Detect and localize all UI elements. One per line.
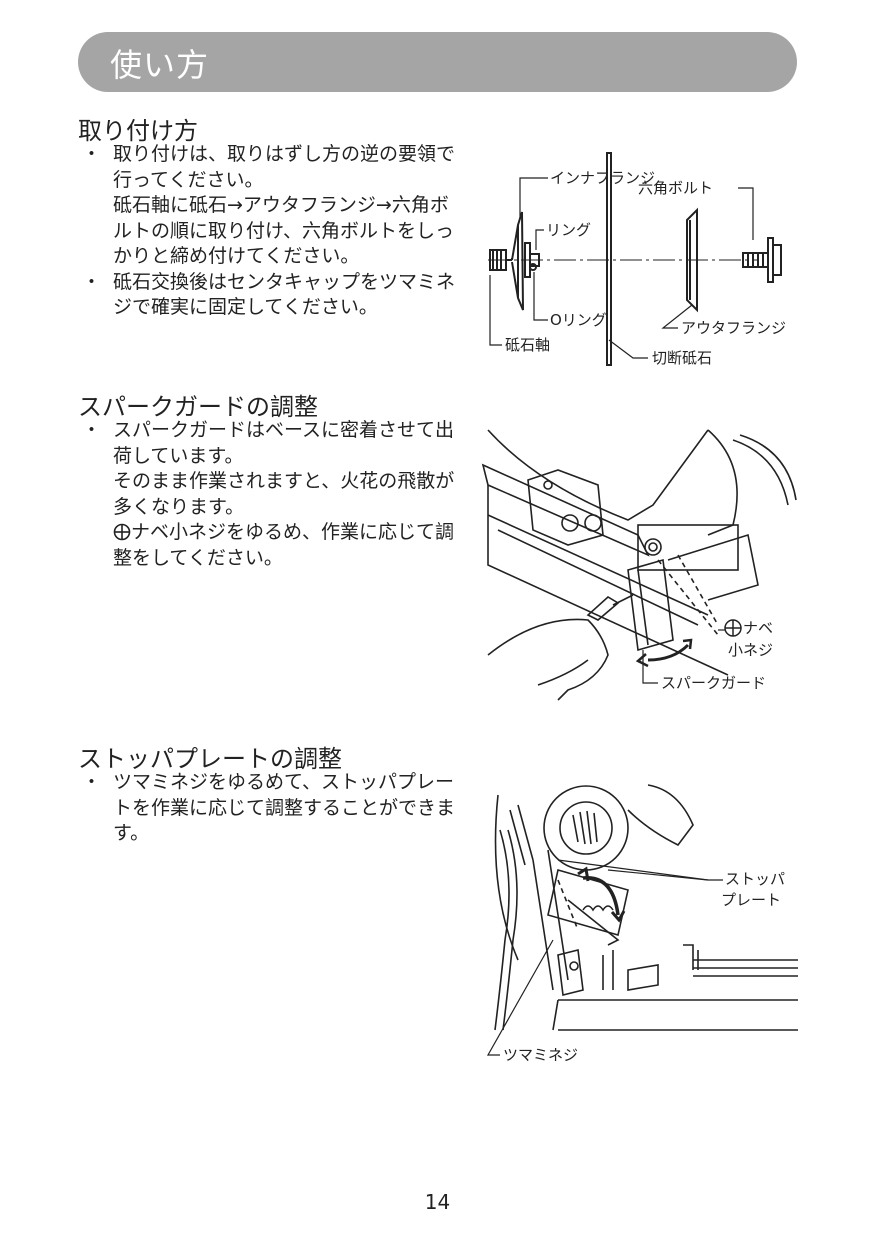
label-nabe: ナベ — [743, 619, 773, 637]
section-text-mounting: 取り付けは、取りはずし方の逆の要領で行ってください。 砥石軸に砥石→アウタフラン… — [82, 142, 466, 321]
section-heading-stopper-plate: ストッパプレートの調整 — [78, 745, 342, 773]
section-text-spark-guard: スパークガードはベースに密着させて出荷しています。 そのまま作業されますと、火花… — [82, 418, 466, 571]
label-knob-screw: ツマミネジ — [503, 1046, 578, 1064]
paragraph: 取り付けは、取りはずし方の逆の要領で行ってください。 — [82, 142, 466, 193]
label-plate: プレート — [721, 891, 781, 909]
phillips-screw-icon — [113, 523, 131, 541]
label-o-ring: Oリング — [550, 311, 607, 329]
label-outer-flange: アウタフランジ — [681, 319, 786, 337]
paragraph: 砥石交換後はセンタキャップをツマミネジで確実に固定してください。 — [82, 270, 466, 321]
label-cutting-wheel: 切断砥石 — [652, 349, 712, 367]
paragraph: スパークガードはベースに密着させて出荷しています。 — [82, 418, 466, 469]
label-shaft: 砥石軸 — [505, 336, 550, 354]
label-inner-flange: インナフランジ — [550, 169, 655, 187]
label-ring: リング — [546, 221, 591, 239]
section-heading-spark-guard: スパークガードの調整 — [78, 393, 318, 421]
paragraph: そのまま作業されますと、火花の飛散が多くなります。 — [113, 470, 455, 518]
phillips-screw-icon — [724, 619, 742, 637]
section-heading-mounting: 取り付け方 — [78, 117, 198, 145]
spark-guard-diagram: ナベ 小ネジ スパークガード — [481, 429, 797, 701]
paragraph: ツマミネジをゆるめて、ストッパプレートを作業に応じて調整することができます。 — [82, 770, 466, 847]
header-banner: 使い方 — [78, 32, 797, 92]
paragraph: 砥石軸に砥石→アウタフランジ→六角ボルトの順に取り付け、六角ボルトをしっかりと締… — [113, 194, 455, 267]
label-hex-bolt: 六角ボルト — [638, 179, 713, 197]
paragraph-text: ナベ小ネジをゆるめ、作業に応じて調整をしてください。 — [113, 521, 455, 569]
stopper-plate-diagram: ストッパ プレート ツマミネジ — [486, 784, 798, 1064]
label-small-screw: 小ネジ — [728, 641, 773, 659]
label-stopper: ストッパ — [725, 870, 785, 888]
page-number: 14 — [424, 1190, 451, 1214]
label-spark-guard: スパークガード — [661, 674, 766, 692]
section-text-stopper-plate: ツマミネジをゆるめて、ストッパプレートを作業に応じて調整することができます。 — [82, 770, 466, 847]
page-title: 使い方 — [110, 46, 210, 84]
mounting-diagram: インナフランジ リング Oリング 砥石軸 六角ボルト アウタフランジ 切断砥石 — [488, 152, 786, 367]
paragraph: ナベ小ネジをゆるめ、作業に応じて調整をしてください。 — [86, 520, 466, 571]
